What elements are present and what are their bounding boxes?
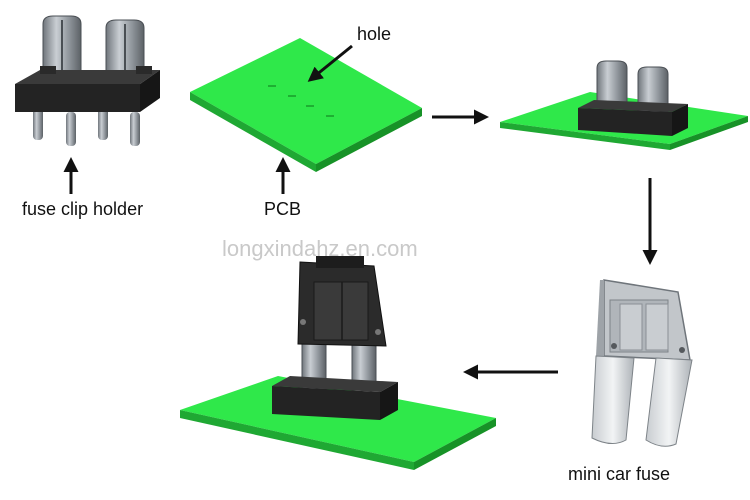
watermark-text: longxindahz.en.com xyxy=(222,236,418,261)
arrow-to-hole xyxy=(307,44,353,82)
fuse-clip-holder-label: fuse clip holder xyxy=(22,199,144,219)
final-assembly-part xyxy=(180,256,496,470)
fuse-clip-holder-part xyxy=(15,15,160,146)
hole-label: hole xyxy=(357,24,392,44)
pcb-board-part xyxy=(190,38,422,172)
mini-car-fuse-part xyxy=(591,279,693,447)
mini-car-fuse-label: mini car fuse xyxy=(568,464,671,484)
pcb-label: PCB xyxy=(264,199,302,219)
holder-on-pcb-part xyxy=(500,60,748,150)
arrows xyxy=(63,44,658,380)
pcb-holes xyxy=(268,85,334,117)
